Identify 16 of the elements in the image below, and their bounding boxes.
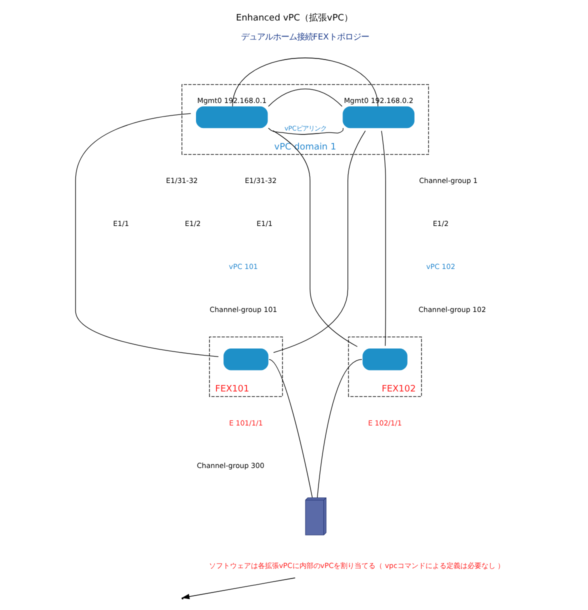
connector (268, 359, 312, 498)
connector (380, 130, 386, 346)
node-switch (362, 348, 407, 370)
node-switch (223, 348, 268, 370)
connector (74, 113, 218, 358)
connector (268, 88, 342, 107)
connector (316, 359, 362, 498)
cluster: FEX101 (208, 336, 282, 397)
node-switch (342, 106, 414, 128)
cluster: FEX102 (348, 336, 422, 397)
label: デュアルホーム接続FEXトポロジー (240, 31, 368, 42)
connector (268, 128, 344, 135)
node-switch (196, 106, 268, 128)
diagram-title: Enhanced vPC（拡張vPC） (235, 14, 353, 24)
connector (232, 58, 378, 107)
arrow (181, 578, 295, 600)
